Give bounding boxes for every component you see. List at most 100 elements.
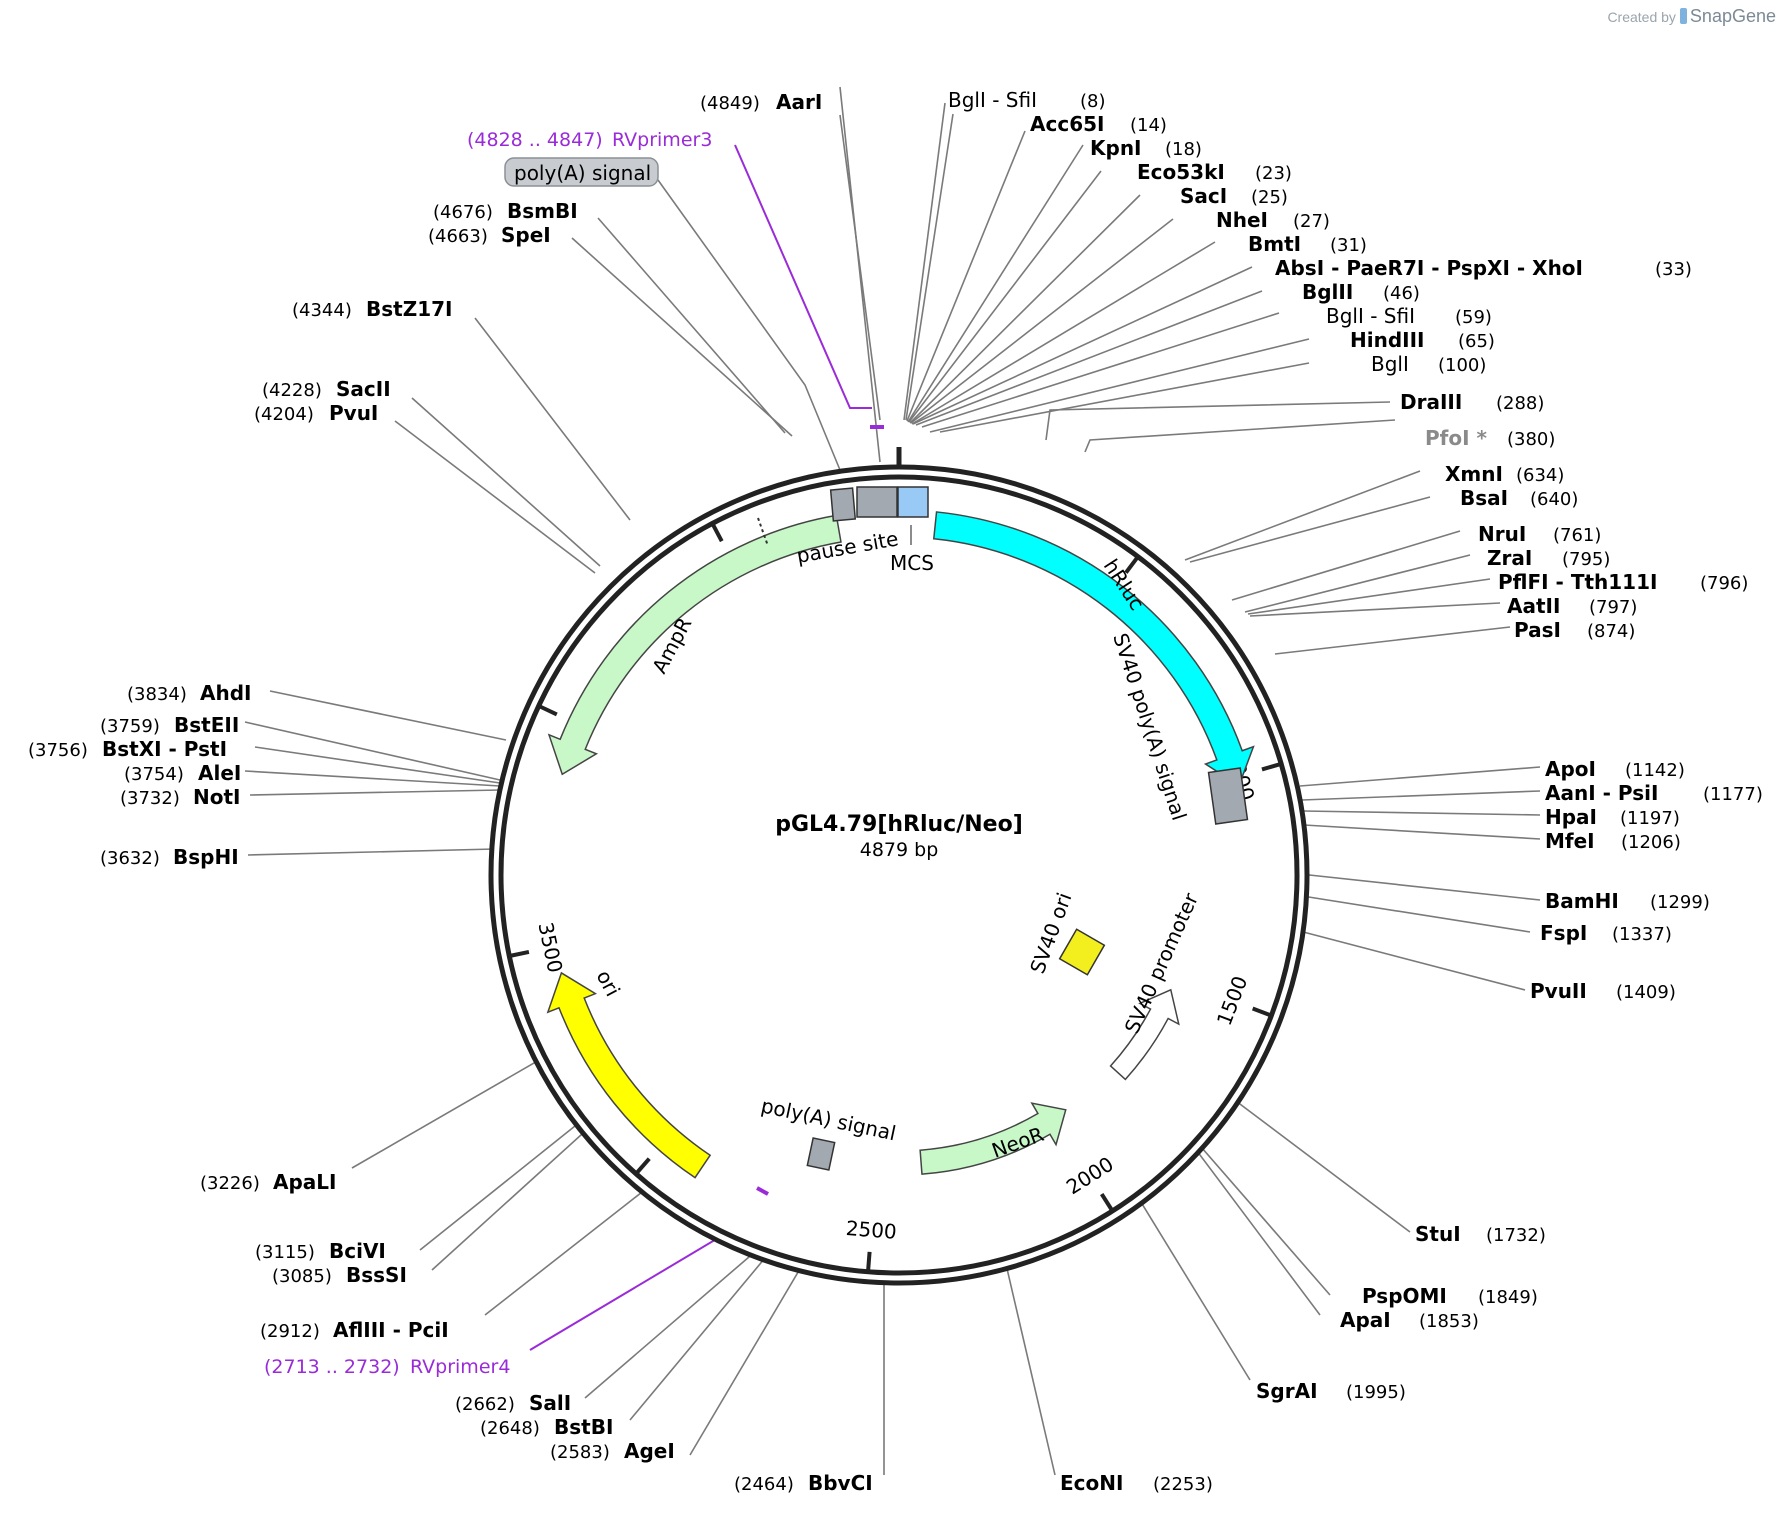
backbone-outer-ring — [488, 464, 1310, 1286]
svg-text:(25): (25) — [1251, 187, 1288, 208]
svg-text:(288): (288) — [1496, 393, 1544, 414]
site-label: MfeI(1206) — [1545, 829, 1681, 853]
svg-text:NheI: NheI — [1216, 208, 1268, 232]
svg-text:BsaI: BsaI — [1460, 486, 1508, 510]
site-label: (3732)NotI — [120, 785, 240, 809]
feature-arrows — [546, 511, 1255, 1179]
leader-line — [939, 362, 1310, 433]
svg-text:(3115): (3115) — [255, 1242, 315, 1263]
feature-arrow-sv40-promoter — [1109, 988, 1180, 1081]
leader-line — [571, 237, 793, 437]
svg-text:BmtI: BmtI — [1248, 232, 1301, 256]
site-label: (4228) SacII — [262, 377, 391, 401]
svg-text:PspOMI: PspOMI — [1362, 1284, 1447, 1308]
site-label: BglI - SfiI(8) — [948, 88, 1106, 112]
site-label: Acc65I(14) — [1030, 112, 1167, 136]
svg-text:BciVI: BciVI — [329, 1239, 386, 1263]
small-feature-boxes — [806, 486, 1249, 1171]
site-label: AbsI - PaeR7I - PspXI - XhoI(33) — [1275, 256, 1692, 280]
svg-text:PvuII: PvuII — [1530, 979, 1587, 1003]
svg-text:(4204): (4204) — [254, 404, 314, 425]
site-label: (3632)BspHI — [100, 845, 239, 869]
svg-text:SacII: SacII — [336, 377, 391, 401]
leader-line — [903, 102, 946, 421]
svg-text:KpnI: KpnI — [1090, 136, 1142, 160]
leader-line — [1184, 470, 1421, 561]
svg-text:(3085): (3085) — [272, 1266, 332, 1287]
svg-text:EcoNI: EcoNI — [1060, 1471, 1123, 1495]
svg-text:AarI: AarI — [776, 90, 822, 114]
leader-line — [249, 789, 501, 796]
svg-text:(4676): (4676) — [433, 202, 493, 223]
site-label: BsaI(640) — [1460, 486, 1578, 510]
plasmid-name: pGL4.79[hRluc/Neo] — [775, 812, 1023, 837]
site-label: KpnI (18) — [1090, 136, 1202, 160]
svg-text:(796): (796) — [1700, 573, 1748, 594]
leader-line — [419, 1117, 586, 1251]
leader-line — [1287, 927, 1526, 991]
svg-text:(3756): (3756) — [28, 740, 88, 761]
leader-line — [921, 312, 1280, 428]
leader-line — [905, 113, 954, 421]
leader-line — [597, 217, 786, 434]
svg-text:(100): (100) — [1438, 355, 1486, 376]
svg-text:(4663): (4663) — [428, 226, 488, 247]
svg-text:BspHI: BspHI — [173, 845, 239, 869]
leader-line — [484, 1177, 661, 1316]
site-label: PspOMI(1849) — [1362, 1284, 1538, 1308]
svg-text:(18): (18) — [1165, 139, 1202, 160]
svg-text:ApaLI: ApaLI — [273, 1170, 336, 1194]
leader-line — [839, 86, 881, 463]
site-label: SgrAI(1995) — [1256, 1379, 1406, 1403]
site-label: (2662)SalI — [455, 1391, 571, 1415]
polya-callout-box — [504, 157, 659, 187]
svg-text:AleI: AleI — [198, 761, 241, 785]
leader-line — [254, 746, 501, 784]
plasmid-length: 4879 bp — [860, 839, 939, 861]
leader-line — [908, 170, 1102, 423]
svg-text:(3834): (3834) — [127, 684, 187, 705]
svg-text:BssSI: BssSI — [346, 1263, 407, 1287]
primer-range: (2713 .. 2732) — [264, 1356, 400, 1378]
site-label: (2464)BbvCI — [734, 1471, 873, 1495]
svg-text:(380): (380) — [1507, 429, 1555, 450]
site-label: BmtI(31) — [1248, 232, 1367, 256]
svg-text:ZraI: ZraI — [1487, 546, 1532, 570]
svg-text:StuI: StuI — [1415, 1222, 1461, 1246]
leader-line — [1207, 1079, 1411, 1233]
svg-text:(4228): (4228) — [262, 380, 322, 401]
svg-text:(2464): (2464) — [734, 1474, 794, 1495]
svg-text:(3732): (3732) — [120, 788, 180, 809]
site-label: (3085) BssSI — [272, 1263, 407, 1287]
site-label: (2648)BstBI — [480, 1415, 613, 1439]
site-label: (3754) AleI — [124, 761, 241, 785]
ampr-dotted-divider — [757, 517, 769, 547]
site-label: FspI(1337) — [1540, 921, 1672, 945]
svg-text:AflIII - PciI: AflIII - PciI — [333, 1318, 449, 1342]
site-label: BamHI(1299) — [1545, 889, 1710, 913]
leader-line — [907, 144, 1084, 423]
svg-text:(1337): (1337) — [1612, 924, 1672, 945]
leader-line — [1299, 873, 1541, 901]
pause-site-box — [829, 487, 857, 522]
leader-line — [1295, 894, 1531, 933]
leader-line — [411, 397, 601, 567]
tick-mark-4000 — [539, 704, 558, 717]
svg-text:(634): (634) — [1516, 465, 1564, 486]
leader-line — [244, 770, 501, 787]
site-label: EcoNI (2253) — [1060, 1471, 1213, 1495]
tick-mark-1000 — [1261, 762, 1280, 772]
backbone-inner-ring — [498, 474, 1300, 1276]
svg-text:(3754): (3754) — [124, 764, 184, 785]
svg-text:(2253): (2253) — [1153, 1474, 1213, 1495]
svg-text:BglI - SfiI: BglI - SfiI — [1326, 304, 1415, 328]
credit-brand: SnapGene — [1689, 6, 1776, 26]
svg-text:DraIII: DraIII — [1400, 390, 1462, 414]
leader-line — [909, 194, 1141, 424]
svg-text:PvuI: PvuI — [329, 401, 378, 425]
tick-mark-3000 — [635, 1157, 651, 1174]
leader-line — [911, 241, 1216, 425]
svg-text:BsmBI: BsmBI — [507, 199, 578, 223]
leader-line — [906, 130, 1026, 422]
